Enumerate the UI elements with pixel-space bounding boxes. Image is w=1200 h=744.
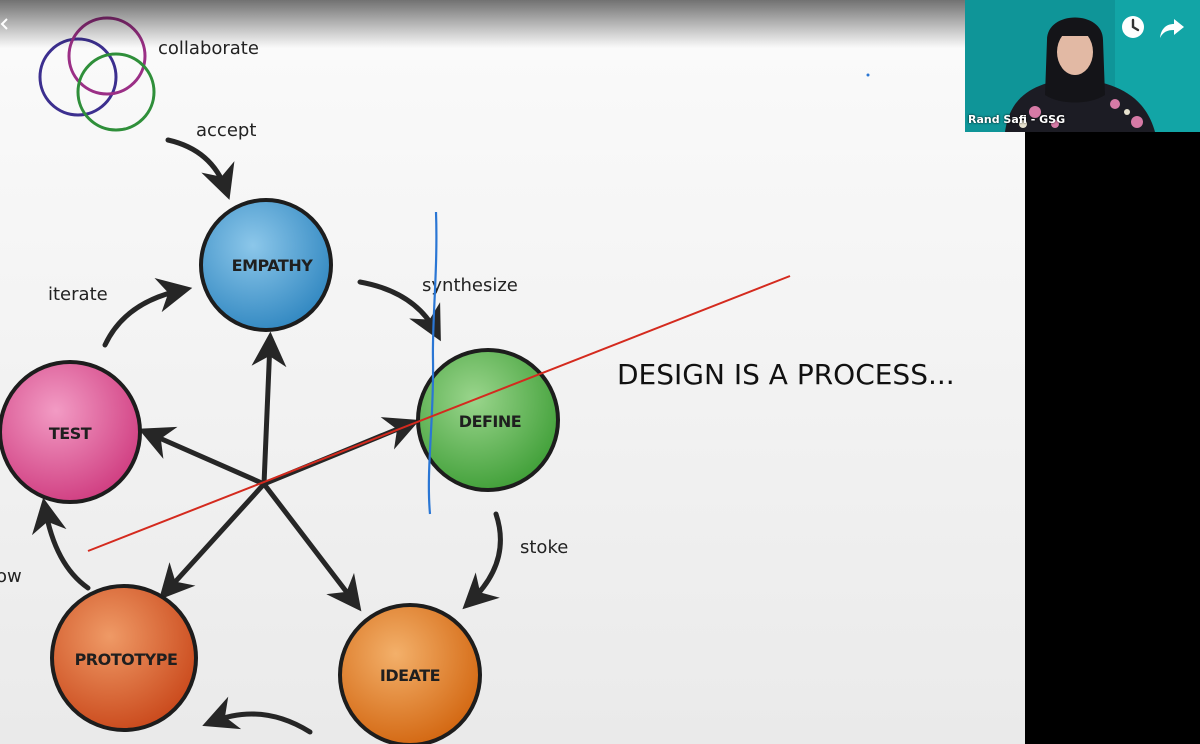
back-icon[interactable] [0, 18, 8, 30]
annotation-red-line [88, 276, 790, 551]
arrow-stoke [470, 514, 500, 602]
shared-slide: collaborate accept synthesize iterate st… [0, 0, 1025, 744]
design-process-diagram: collaborate accept synthesize iterate st… [0, 0, 1025, 744]
stage-empathy-label: EMPATHY [232, 256, 314, 275]
stage-test: TEST [0, 362, 140, 502]
arrow-accept [168, 140, 226, 190]
label-accept: accept [196, 120, 256, 141]
arrow-prototype-to-test [45, 508, 88, 588]
slide-title: DESIGN IS A PROCESS... [617, 358, 955, 391]
label-stoke: stoke [520, 537, 568, 558]
label-ow: ow [0, 566, 22, 587]
arrow-center-ideate [264, 484, 355, 603]
stage-ideate-label: IDEATE [380, 666, 440, 685]
share-icon[interactable] [1158, 14, 1186, 42]
annotation-dot [867, 74, 870, 77]
arrow-center-empathy [264, 342, 270, 484]
arrow-ideate-to-prototype [212, 714, 310, 732]
label-iterate: iterate [48, 284, 108, 305]
stage-prototype-label: PROTOTYPE [75, 650, 178, 669]
stage-define-label: DEFINE [459, 412, 521, 431]
clock-icon[interactable] [1120, 14, 1146, 40]
stage-define: DEFINE [418, 350, 558, 490]
arrow-center-test [148, 433, 264, 484]
arrow-iterate [105, 290, 182, 345]
stage-empathy: EMPATHY [201, 200, 331, 330]
participant-name: Rand Safi - GSG [968, 113, 1065, 126]
stage-ideate: IDEATE [340, 605, 480, 744]
stage-test-label: TEST [49, 424, 92, 443]
stage-prototype: PROTOTYPE [52, 586, 196, 730]
